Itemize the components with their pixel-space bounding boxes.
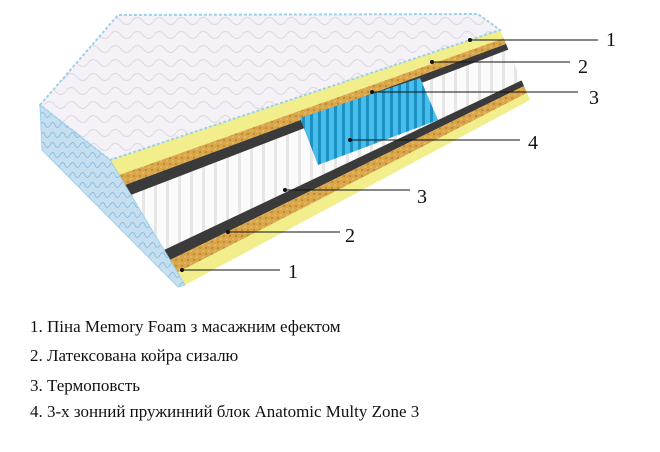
callout-2-top: 2 xyxy=(578,56,588,78)
leader-lines xyxy=(180,38,598,272)
legend-item-3: 3. Термоповсть xyxy=(30,376,141,395)
blue-spring-zone xyxy=(300,78,438,165)
leader-dot xyxy=(348,138,352,142)
legend-item-2: 2. Латексована койра сизалю xyxy=(30,346,239,365)
callout-1-bottom: 1 xyxy=(288,261,298,283)
felt-layer-bottom xyxy=(164,80,524,261)
leader-dot xyxy=(468,38,472,42)
foam-layer-top xyxy=(110,30,504,175)
callout-1-top: 1 xyxy=(606,29,616,51)
leader-dot xyxy=(180,268,184,272)
callout-4: 4 xyxy=(528,132,538,154)
foam-layer-bottom xyxy=(177,93,530,285)
callout-3-bottom: 3 xyxy=(417,186,427,208)
leader-dot xyxy=(370,90,374,94)
callout-2-bottom: 2 xyxy=(345,225,355,247)
leader-dot xyxy=(283,188,287,192)
coir-layer-top xyxy=(119,38,506,186)
side-cover xyxy=(39,103,186,288)
leader-dot xyxy=(430,60,434,64)
coir-layer-bottom xyxy=(170,86,527,273)
callout-3-top: 3 xyxy=(589,87,599,109)
leader-dot xyxy=(226,230,230,234)
mattress-layers xyxy=(110,30,530,285)
legend-item-4: 4. 3-х зонний пружинний блок Anatomic Mu… xyxy=(30,402,420,421)
legend-item-1: 1. Піна Memory Foam з масажним ефектом xyxy=(30,317,341,336)
